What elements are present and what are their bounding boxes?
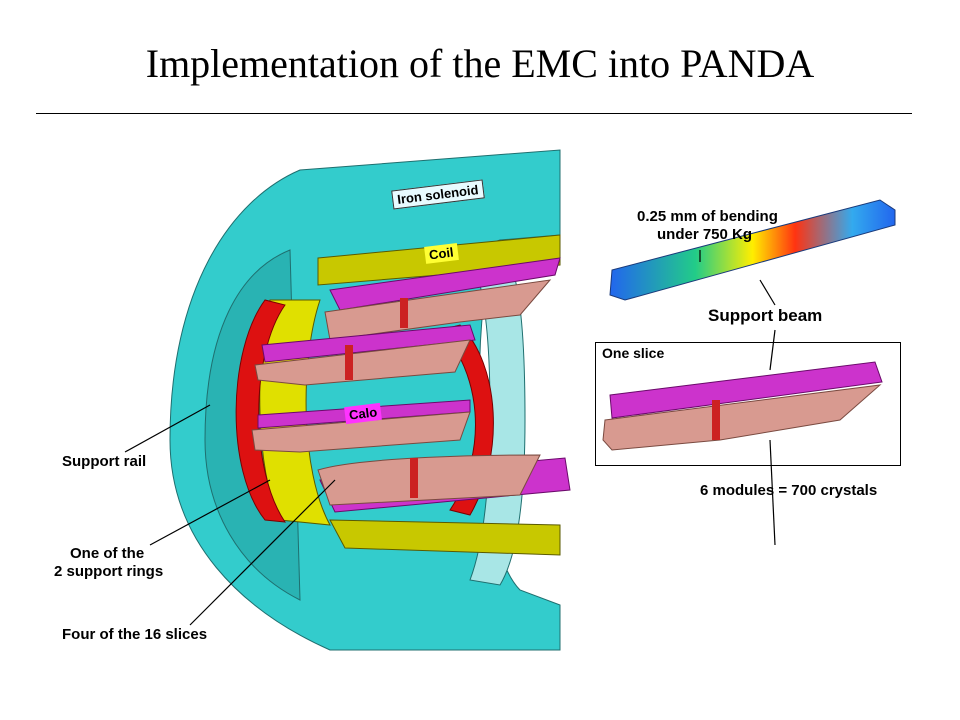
iron-bore	[469, 239, 526, 586]
leader-lines	[124, 250, 776, 626]
slice-2	[254, 324, 476, 386]
slide-title: Implementation of the EMC into PANDA	[145, 41, 815, 86]
four-slices-label: Four of the 16 slices	[62, 626, 208, 643]
modules-label: 6 modules = 700 crystals	[700, 482, 878, 499]
one-slice-detail	[602, 361, 883, 451]
bending-label-line2: under 750 Kg	[657, 226, 753, 243]
slice-4	[317, 454, 571, 513]
support-beam-fea	[609, 199, 896, 301]
bending-label-line1: 0.25 mm of bending	[637, 208, 778, 225]
slice-1	[324, 257, 561, 341]
one-slice-label: One slice	[602, 345, 665, 361]
support-ring-label-line2: 2 support rings	[54, 563, 164, 580]
support-beam-label: Support beam	[708, 306, 823, 325]
support-rail-label: Support rail	[62, 453, 147, 470]
title-divider	[36, 113, 912, 114]
support-ring-label-line1: One of the	[70, 545, 145, 562]
coil-bottom	[329, 519, 561, 556]
one-slice-box	[595, 342, 901, 466]
